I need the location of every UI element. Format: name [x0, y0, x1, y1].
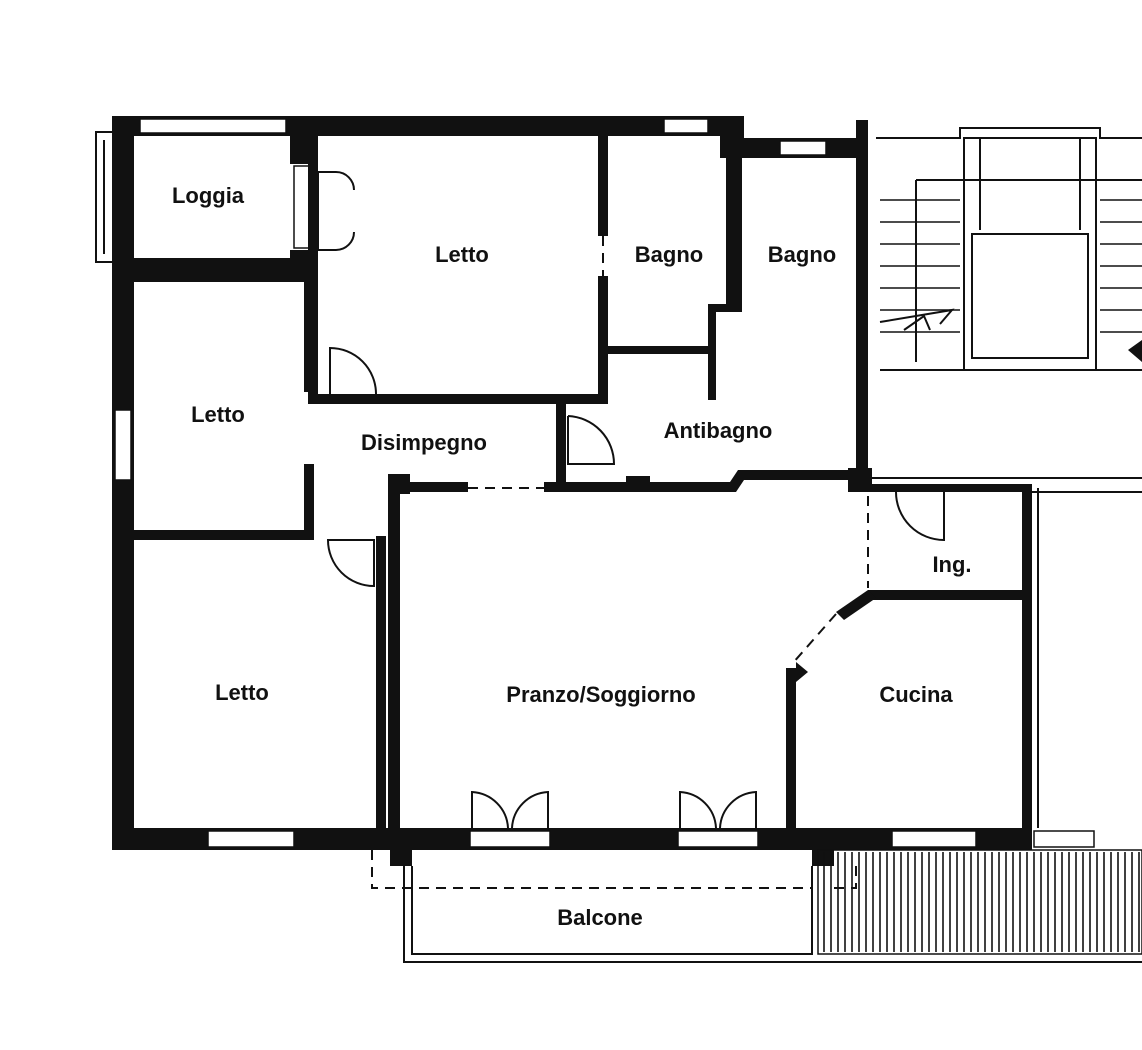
label-letto-3: Letto	[215, 680, 269, 705]
windows	[114, 118, 1095, 848]
balcony-area	[371, 849, 1142, 963]
label-letto-master: Letto	[435, 242, 489, 267]
interior-walls	[134, 136, 1028, 828]
label-loggia: Loggia	[172, 183, 245, 208]
loggia-area	[95, 116, 314, 282]
room-labels: Loggia Letto Bagno Bagno Letto Disimpegn…	[172, 183, 972, 930]
label-antibagno: Antibagno	[664, 418, 773, 443]
label-bagno-2: Bagno	[768, 242, 836, 267]
staircase	[868, 127, 1142, 828]
label-cucina: Cucina	[879, 682, 953, 707]
label-balcone: Balcone	[557, 905, 643, 930]
label-pranzo-soggiorno: Pranzo/Soggiorno	[506, 682, 695, 707]
label-bagno-1: Bagno	[635, 242, 703, 267]
label-disimpegno: Disimpegno	[361, 430, 487, 455]
railing-hatch	[817, 849, 1142, 955]
doors	[317, 171, 945, 829]
label-ingresso: Ing.	[932, 552, 971, 577]
label-letto-2: Letto	[191, 402, 245, 427]
